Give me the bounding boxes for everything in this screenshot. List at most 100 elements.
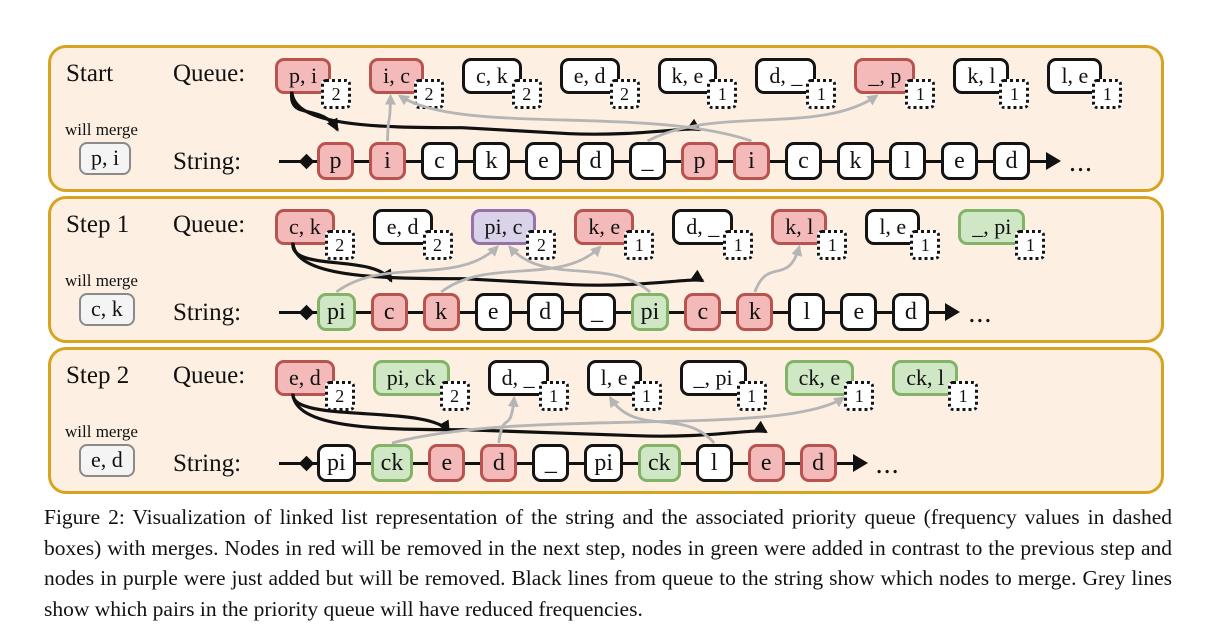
frequency-box: 2 [511,79,542,109]
queue-pair-box: _, p [854,58,916,94]
frequency-box: 1 [723,230,754,260]
string-node: pi [630,293,670,332]
string-node: ck [370,444,414,483]
string-start-line [279,310,303,314]
frequency-box: 2 [526,230,557,260]
string-node: k [837,142,874,181]
string-node: l [695,444,733,483]
node-connector [770,159,785,163]
node-connector [615,310,631,314]
string-ellipsis: ... [968,298,993,330]
string-node: k [736,293,774,332]
string-ellipsis: ... [875,449,900,481]
string-start-diamond-icon [298,304,315,320]
string-node: _ [629,142,666,181]
frequency-box: 2 [414,79,445,109]
string-node: e [747,444,785,483]
node-connector [569,461,585,465]
string-row-label: String: [173,450,242,477]
string-ellipsis: ... [1069,147,1093,179]
string-end-line [836,461,853,465]
string-start-line [279,159,303,163]
string-node: d [799,444,837,483]
node-connector [825,310,841,314]
frequency-box: 1 [707,79,738,109]
queue-pair-box: k, l [771,209,828,245]
node-connector [732,461,748,465]
will-merge-pair-box: c, k [79,293,135,326]
string-row-label: String: [173,148,242,175]
string-node: d [526,293,564,332]
string-node: c [421,142,458,181]
node-connector [623,461,638,465]
string-node: pi [317,444,356,483]
node-connector [407,310,423,314]
frequency-box: 1 [736,381,767,411]
string-node: e [941,142,978,181]
string-node: e [525,142,562,181]
will-merge-label: will merge [65,271,138,290]
node-connector [354,159,369,163]
string-node: d [577,142,614,181]
node-connector [459,310,475,314]
frequency-box: 2 [321,79,352,109]
queue-pair-box: pi, c [470,209,537,245]
frequency-box: 1 [538,381,569,411]
string-node: d [480,444,518,483]
node-connector [355,310,371,314]
string-start-diamond-icon [298,455,315,471]
string-node: _ [532,444,570,483]
node-connector [510,159,525,163]
string-node: e [840,293,878,332]
frequency-box: 2 [439,381,470,411]
queue-item: d, _1 [755,58,837,109]
node-connector [511,310,527,314]
node-connector [666,159,681,163]
string-start-diamond-icon [298,153,315,169]
string-node: k [422,293,460,332]
string-node: c [785,142,822,181]
step-label: Step 2 [66,362,130,389]
string-node: i [369,142,406,181]
string-node: k [473,142,510,181]
string-node: i [733,142,770,181]
frequency-box: 1 [806,79,837,109]
queue-pair-box: _, pi [958,209,1026,245]
node-connector [669,310,685,314]
queue-item: d, _1 [672,209,754,260]
string-end-arrow-icon [852,454,868,473]
frequency-box: 1 [844,381,875,411]
string-node: d [993,142,1030,181]
string-node: p [317,142,354,181]
step-label: Step 1 [66,211,130,238]
frequency-box: 1 [910,230,941,260]
will-merge-pair-box: p, i [79,142,132,175]
queue-pair-box: ck, l [892,360,959,396]
node-connector [718,159,733,163]
figure-caption: Figure 2: Visualization of linked list r… [44,505,1172,622]
queue-item: d, _1 [487,360,569,411]
queue-row-label: Queue: [173,362,246,389]
queue-pair-box: c, k [275,209,335,245]
node-connector [465,461,481,465]
